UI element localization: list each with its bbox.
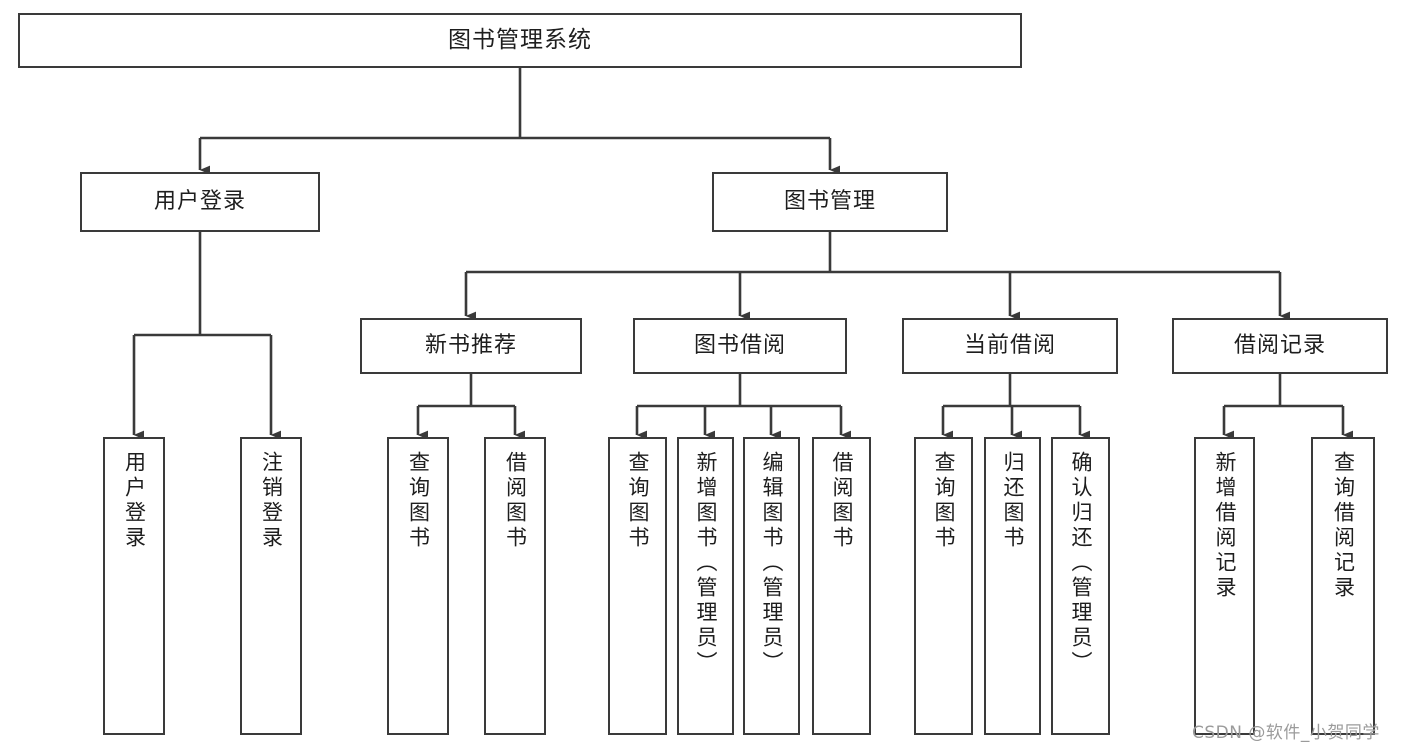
node-current-borrow[interactable]: 当前借阅 <box>902 318 1118 374</box>
node-label: 用户登录 <box>153 189 246 215</box>
node-label: 借阅图书 <box>830 451 854 551</box>
node-label: 查询图书 <box>932 451 956 551</box>
node-leaf-bb-borrow-book[interactable]: 借阅图书 <box>812 437 871 735</box>
node-leaf-nb-borrow-book[interactable]: 借阅图书 <box>484 437 546 735</box>
node-root-system[interactable]: 图书管理系统 <box>18 13 1022 68</box>
node-borrow-record[interactable]: 借阅记录 <box>1172 318 1388 374</box>
csdn-watermark: CSDN @软件_小贺同学 <box>1192 723 1380 743</box>
node-label: 确认归还（管理员） <box>1069 451 1093 676</box>
node-leaf-cb-return-book[interactable]: 归还图书 <box>984 437 1041 735</box>
node-label: 新增借阅记录 <box>1213 451 1237 601</box>
node-label: 编辑图书（管理员） <box>760 451 784 676</box>
node-label: 查询图书 <box>626 451 650 551</box>
node-leaf-bb-edit-book[interactable]: 编辑图书（管理员） <box>743 437 800 735</box>
node-leaf-br-add-record[interactable]: 新增借阅记录 <box>1194 437 1255 735</box>
node-leaf-cb-query-book[interactable]: 查询图书 <box>914 437 973 735</box>
node-label: 图书管理系统 <box>448 26 592 53</box>
node-book-management[interactable]: 图书管理 <box>712 172 948 232</box>
node-label: 当前借阅 <box>963 333 1056 359</box>
node-label: 归还图书 <box>1001 451 1025 551</box>
node-book-borrow[interactable]: 图书借阅 <box>633 318 847 374</box>
node-label: 图书借阅 <box>693 333 786 359</box>
node-leaf-bb-add-book[interactable]: 新增图书（管理员） <box>677 437 734 735</box>
node-leaf-logout[interactable]: 注销登录 <box>240 437 302 735</box>
node-label: 查询图书 <box>406 451 431 551</box>
node-label: 图书管理 <box>783 189 876 215</box>
node-new-book-recommend[interactable]: 新书推荐 <box>360 318 582 374</box>
node-label: 新书推荐 <box>424 333 517 359</box>
node-leaf-user-login[interactable]: 用户登录 <box>103 437 165 735</box>
node-label: 查询借阅记录 <box>1331 451 1356 601</box>
node-label: 借阅图书 <box>503 451 528 551</box>
node-label: 用户登录 <box>122 451 147 551</box>
node-user-login[interactable]: 用户登录 <box>80 172 320 232</box>
node-label: 新增图书（管理员） <box>694 451 718 676</box>
node-leaf-bb-query-book[interactable]: 查询图书 <box>608 437 667 735</box>
node-leaf-nb-query-book[interactable]: 查询图书 <box>387 437 449 735</box>
node-label: 注销登录 <box>259 451 284 551</box>
node-leaf-br-query-record[interactable]: 查询借阅记录 <box>1311 437 1375 735</box>
node-label: 借阅记录 <box>1233 333 1326 359</box>
node-leaf-cb-confirm-return[interactable]: 确认归还（管理员） <box>1051 437 1110 735</box>
